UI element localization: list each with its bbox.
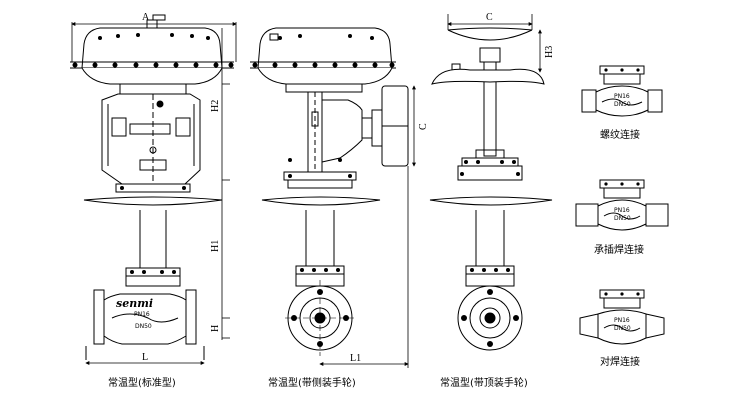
caption-butt-weld: 对焊连接: [600, 355, 640, 368]
caption-top-handwheel: 常温型(带顶装手轮): [440, 376, 528, 389]
size-text: DN50: [614, 325, 631, 332]
actuator-bolts: [72, 33, 234, 68]
caption-standard: 常温型(标准型): [108, 376, 176, 389]
yoke-side: [285, 83, 409, 183]
connection-butt-weld: PN16 DN50: [579, 289, 665, 345]
dim-h: H: [210, 325, 221, 332]
dim-c-top: C: [486, 12, 493, 23]
top-handwheel-view: C H3: [429, 12, 555, 351]
rating-text: PN16: [134, 311, 150, 318]
dim-h3: H3: [544, 46, 555, 58]
dimension-lines: [319, 85, 416, 368]
flange-end-view: [457, 285, 523, 351]
caption-socket-weld: 承插焊连接: [594, 243, 644, 256]
flange-end-view: [285, 280, 355, 356]
bonnet: [83, 183, 223, 287]
yoke-frame: [101, 83, 201, 185]
brand-text: senmi: [116, 297, 153, 310]
size-text: DN50: [614, 101, 631, 108]
size-text: DN50: [614, 215, 631, 222]
valve-body: [85, 289, 205, 360]
dimension-lines: [71, 22, 237, 365]
caption-threaded: 螺纹连接: [600, 128, 640, 141]
size-text: DN50: [135, 323, 152, 330]
side-handwheel-view: L1 C: [250, 27, 429, 368]
dim-l1: L1: [350, 353, 361, 364]
rating-text: PN16: [614, 93, 630, 100]
actuator-dome: [70, 14, 234, 85]
dim-h1: H1: [210, 240, 221, 252]
dim-h2: H2: [210, 100, 221, 112]
handwheel: [431, 27, 545, 157]
actuator-dome: [250, 27, 396, 85]
connection-threaded: PN16 DN50: [581, 65, 663, 117]
bonnet: [261, 158, 381, 287]
dim-l: L: [142, 352, 148, 363]
rating-text: PN16: [614, 317, 630, 324]
dim-a: A: [142, 12, 150, 23]
connection-socket-weld: PN16 DN50: [575, 179, 669, 231]
actuator-bolts: [252, 34, 395, 68]
dimension-lines: [447, 14, 542, 73]
bonnet: [429, 149, 553, 287]
caption-side-handwheel: 常温型(带侧装手轮): [268, 376, 356, 389]
standard-view: senmi PN16 DN50 A H2 H1 H L: [70, 12, 237, 365]
dim-c-side: C: [418, 123, 429, 130]
rating-text: PN16: [614, 207, 630, 214]
